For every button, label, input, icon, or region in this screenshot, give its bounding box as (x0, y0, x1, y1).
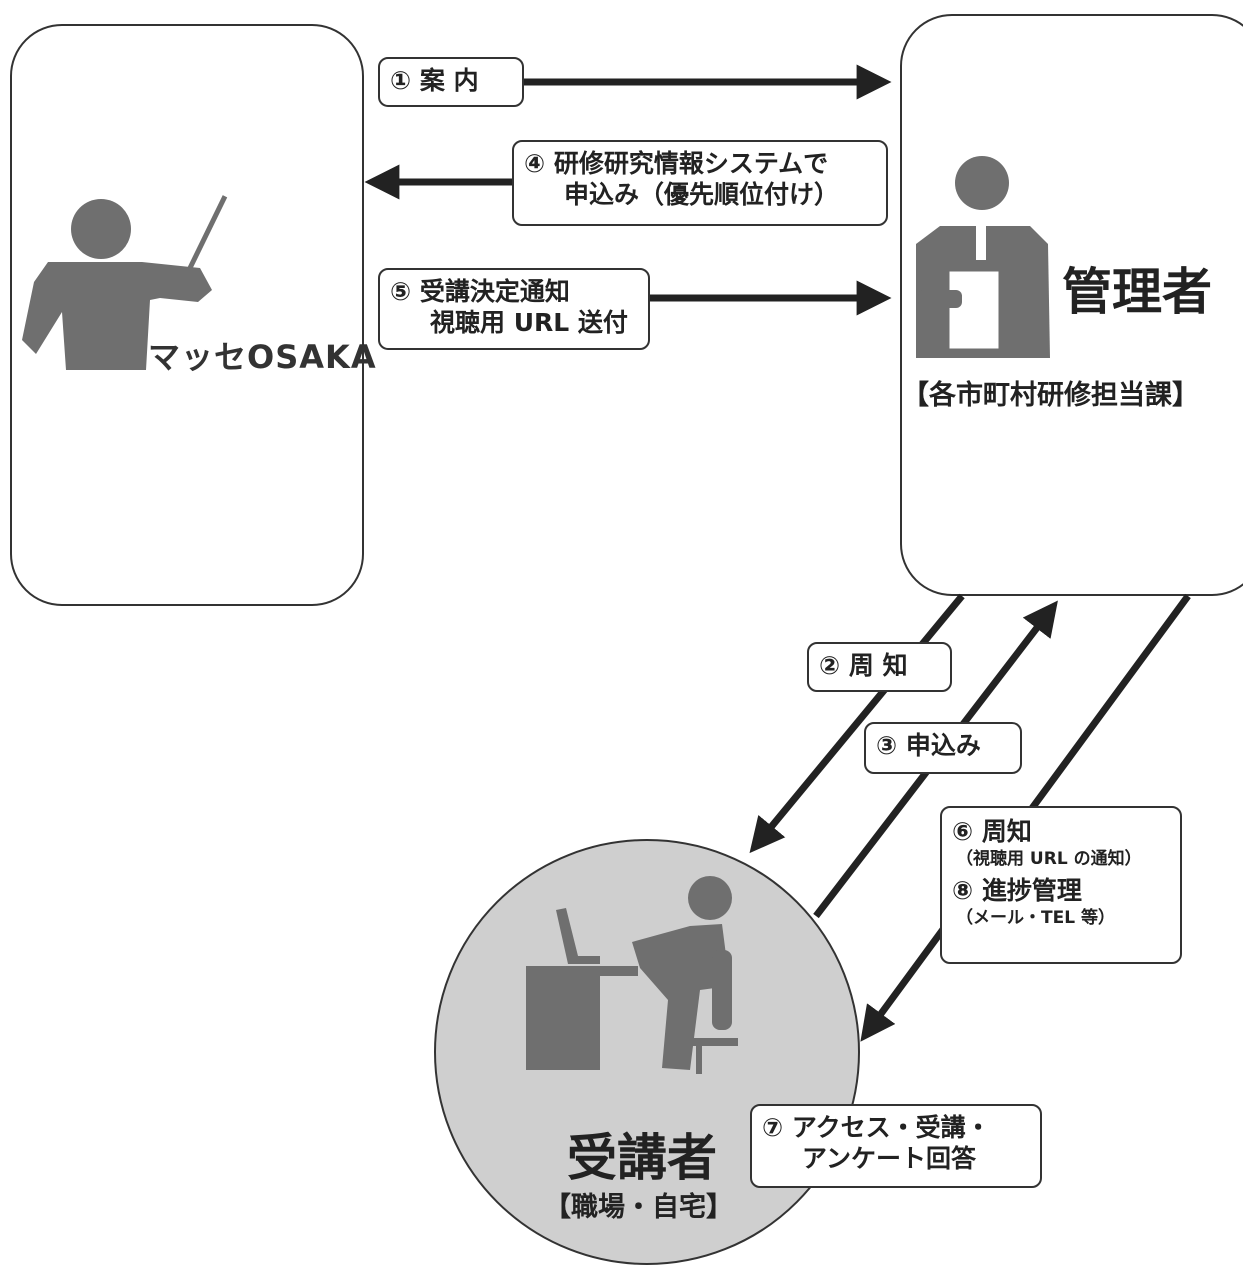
step4-label: ④ 研修研究情報システムで 申込み（優先順位付け） (512, 140, 888, 226)
step5-line2: 視聴用 URL 送付 (430, 308, 628, 337)
step3-number: ③ (876, 731, 898, 760)
step1-label: ① 案 内 (378, 57, 524, 107)
step4-line2: 申込み（優先順位付け） (564, 180, 840, 209)
masse-osaka-logo: マッセOSAKA (148, 338, 377, 376)
step2-label: ② 周 知 (807, 642, 952, 692)
step6-number: ⑥ (952, 817, 974, 846)
step6-note: （視聴用 URL の通知） (956, 849, 1142, 869)
trainee-title: 受講者 (567, 1129, 717, 1187)
administrator-subtitle: 【各市町村研修担当課】 (902, 380, 1199, 411)
administrator-title: 管理者 (1062, 263, 1212, 321)
trainee-subtitle: 【職場・自宅】 (544, 1192, 733, 1223)
step2-number: ② (819, 651, 841, 680)
step4-number: ④ (524, 149, 546, 178)
step2-text: 周 知 (848, 651, 908, 680)
step7-line1: アクセス・受講・ (791, 1113, 991, 1142)
step7-line2: アンケート回答 (802, 1144, 977, 1173)
step3-label: ③ 申込み (864, 722, 1022, 774)
step6-text: 周知 (981, 817, 1032, 846)
step1-text: 案 内 (419, 66, 479, 95)
step6-8-label: ⑥ 周知 （視聴用 URL の通知） ⑧ 進捗管理 （メール・TEL 等） (940, 806, 1182, 964)
step8-note: （メール・TEL 等） (956, 908, 1115, 928)
arrow-step2 (749, 593, 965, 854)
step8-text: 進捗管理 (981, 876, 1082, 905)
step7-label: ⑦ アクセス・受講・ アンケート回答 (750, 1104, 1042, 1188)
step4-line1: 研修研究情報システムで (553, 149, 829, 178)
step3-text: 申込み (905, 731, 981, 760)
step5-line1: 受講決定通知 (419, 277, 570, 306)
step7-number: ⑦ (762, 1113, 784, 1142)
step8-number: ⑧ (952, 876, 974, 905)
step5-label: ⑤ 受講決定通知 視聴用 URL 送付 (378, 268, 650, 350)
step1-number: ① (390, 66, 412, 95)
step5-number: ⑤ (390, 277, 412, 306)
